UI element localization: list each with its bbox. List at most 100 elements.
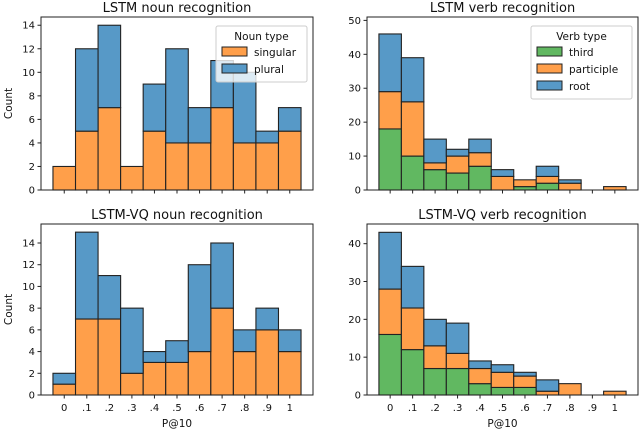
- bar-series-2: [445, 352, 470, 370]
- y-axis-label: Count: [3, 88, 15, 119]
- x-tick-label: .1: [408, 403, 418, 414]
- legend-label: root: [569, 81, 590, 93]
- y-tick-label: 12: [22, 260, 35, 271]
- bar-series-1: [232, 351, 257, 396]
- y-tick-label: 0: [355, 391, 361, 402]
- bar-series-1: [165, 361, 189, 396]
- y-tick-label: 14: [22, 21, 35, 32]
- bar-series-1: [120, 372, 144, 396]
- legend-swatch: [221, 46, 248, 57]
- bar-series-3: [378, 231, 402, 290]
- bar-series-2: [97, 275, 122, 320]
- bar-series-1: [513, 386, 537, 396]
- legend-swatch: [536, 46, 563, 57]
- y-tick-label: 2: [29, 162, 35, 173]
- bar-series-2: [535, 390, 560, 396]
- bar-singular: [255, 142, 280, 191]
- bar-root: [490, 169, 515, 177]
- bar-series-2: [468, 367, 492, 385]
- bar-plural: [277, 107, 302, 132]
- y-tick-label: 10: [22, 68, 35, 79]
- bar-series-2: [210, 242, 234, 309]
- y-tick-label: 6: [29, 325, 35, 336]
- y-tick-label: 8: [29, 91, 35, 102]
- bar-series-3: [513, 371, 537, 377]
- y-tick-label: 30: [348, 84, 361, 95]
- bar-series-2: [423, 345, 447, 370]
- bar-plural: [74, 48, 99, 132]
- bar-series-1: [445, 367, 470, 396]
- y-tick-label: 10: [22, 282, 35, 293]
- y-tick-label: 20: [348, 118, 361, 129]
- y-tick-label: 14: [22, 239, 35, 250]
- y-tick-label: 50: [348, 16, 361, 27]
- bar-plural: [97, 24, 122, 109]
- bar-singular: [187, 142, 212, 191]
- bar-participle: [490, 175, 515, 191]
- x-tick-label: .2: [105, 403, 115, 414]
- legend-title: Verb type: [556, 31, 607, 43]
- legend-title: Noun type: [234, 31, 288, 43]
- chart-title: LSTM verb recognition: [430, 1, 575, 16]
- y-tick-label: 30: [348, 277, 361, 288]
- bar-singular: [97, 107, 122, 191]
- y-tick-label: 4: [29, 347, 35, 358]
- x-tick-label: 0: [387, 403, 393, 414]
- y-tick-label: 6: [29, 115, 35, 126]
- bar-participle: [558, 182, 582, 191]
- x-tick-label: 1: [612, 403, 618, 414]
- legend-label: participle: [569, 64, 618, 76]
- bar-series-2: [120, 307, 144, 374]
- x-tick-label: .9: [588, 403, 598, 414]
- y-tick-label: 4: [29, 138, 35, 149]
- legend-swatch: [536, 63, 563, 74]
- x-tick-label: .6: [195, 403, 205, 414]
- y-tick-label: 0: [355, 186, 361, 197]
- bar-third: [535, 182, 560, 191]
- bar-series-3: [490, 364, 515, 373]
- x-tick-label: .1: [82, 403, 92, 414]
- bar-root: [378, 33, 402, 93]
- x-tick-label: .5: [172, 403, 182, 414]
- bar-singular: [142, 130, 167, 191]
- chart-title: LSTM-VQ noun recognition: [91, 208, 263, 223]
- y-tick-label: 8: [29, 304, 35, 315]
- x-tick-label: .5: [498, 403, 508, 414]
- bar-series-2: [187, 264, 212, 353]
- chart-panel-1: LSTM noun recognition02468101214CountNou…: [3, 1, 314, 197]
- bar-root: [468, 138, 492, 154]
- bar-series-1: [97, 318, 122, 396]
- y-axis-label: Count: [3, 294, 15, 325]
- bar-series-2: [74, 231, 99, 320]
- bar-participle: [513, 179, 537, 188]
- bar-singular: [277, 130, 302, 191]
- bar-series-1: [210, 307, 234, 396]
- legend-label: third: [569, 47, 594, 59]
- legend: Verb type third participle root: [530, 25, 633, 100]
- bar-series-3: [468, 360, 492, 370]
- bar-series-1: [74, 318, 99, 396]
- x-tick-label: 1: [287, 403, 293, 414]
- bar-series-1: [142, 361, 167, 396]
- bar-singular: [74, 130, 99, 191]
- bar-series-2: [255, 307, 280, 331]
- x-tick-label: 0: [61, 403, 67, 414]
- chart-title: LSTM noun recognition: [103, 1, 252, 16]
- bar-singular: [165, 142, 189, 191]
- chart-title: LSTM-VQ verb recognition: [418, 208, 586, 223]
- bar-series-2: [52, 372, 77, 385]
- bar-series-2: [490, 371, 515, 388]
- bar-third: [423, 169, 447, 191]
- bar-series-2: [378, 288, 402, 336]
- bar-series-1: [490, 386, 515, 396]
- y-tick-label: 20: [348, 315, 361, 326]
- bar-root: [423, 138, 447, 164]
- x-tick-label: .2: [430, 403, 440, 414]
- bar-series-2: [400, 307, 425, 351]
- y-tick-label: 40: [348, 50, 361, 61]
- bar-third: [468, 165, 492, 191]
- bar-participle: [445, 155, 470, 174]
- bar-series-1: [255, 329, 280, 396]
- bar-plural: [232, 71, 257, 144]
- bar-third: [445, 172, 470, 191]
